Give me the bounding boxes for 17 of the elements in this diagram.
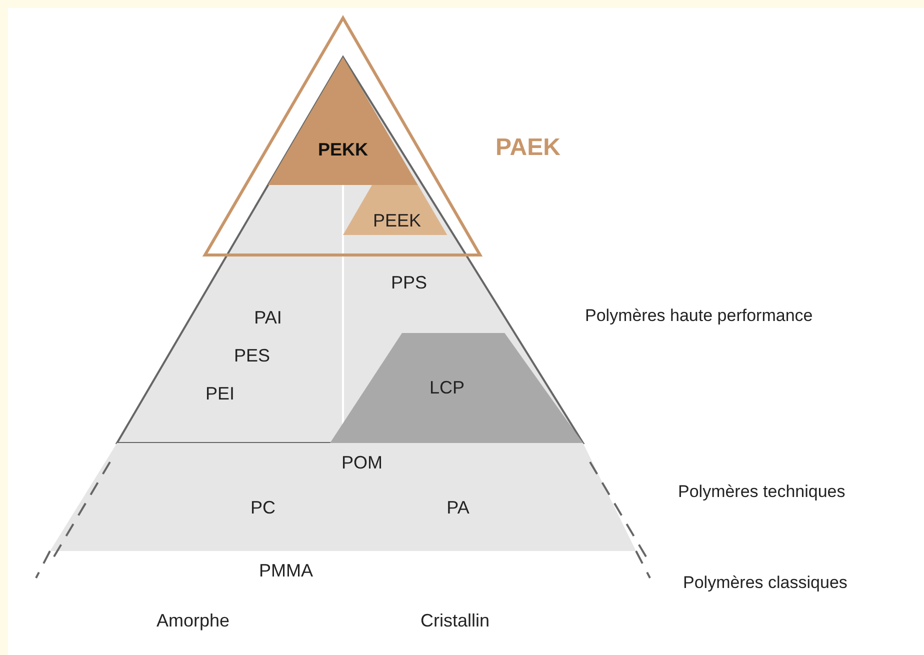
- polymer-label: PEKK: [318, 140, 368, 160]
- tier-label: Polymères haute performance: [585, 306, 813, 326]
- group-heading: PAEK: [496, 134, 560, 162]
- polymer-label: PA: [446, 498, 470, 518]
- axis-label: Amorphe: [156, 610, 230, 632]
- polymer-label: PC: [250, 498, 276, 518]
- axis-label: Cristallin: [420, 610, 490, 632]
- polymer-label: LCP: [430, 378, 464, 398]
- tier-label: Polymères classiques: [683, 573, 848, 593]
- tier-label: Polymères techniques: [678, 482, 846, 502]
- polymer-label: PPS: [390, 272, 428, 294]
- polymer-label: PMMA: [259, 560, 313, 582]
- polymer-label: PEI: [206, 384, 234, 404]
- polymer-label: POM: [342, 452, 382, 474]
- polymer-label: PEEK: [372, 210, 422, 232]
- polymer-label: PAI: [254, 308, 282, 328]
- polymer-label: PES: [234, 346, 270, 366]
